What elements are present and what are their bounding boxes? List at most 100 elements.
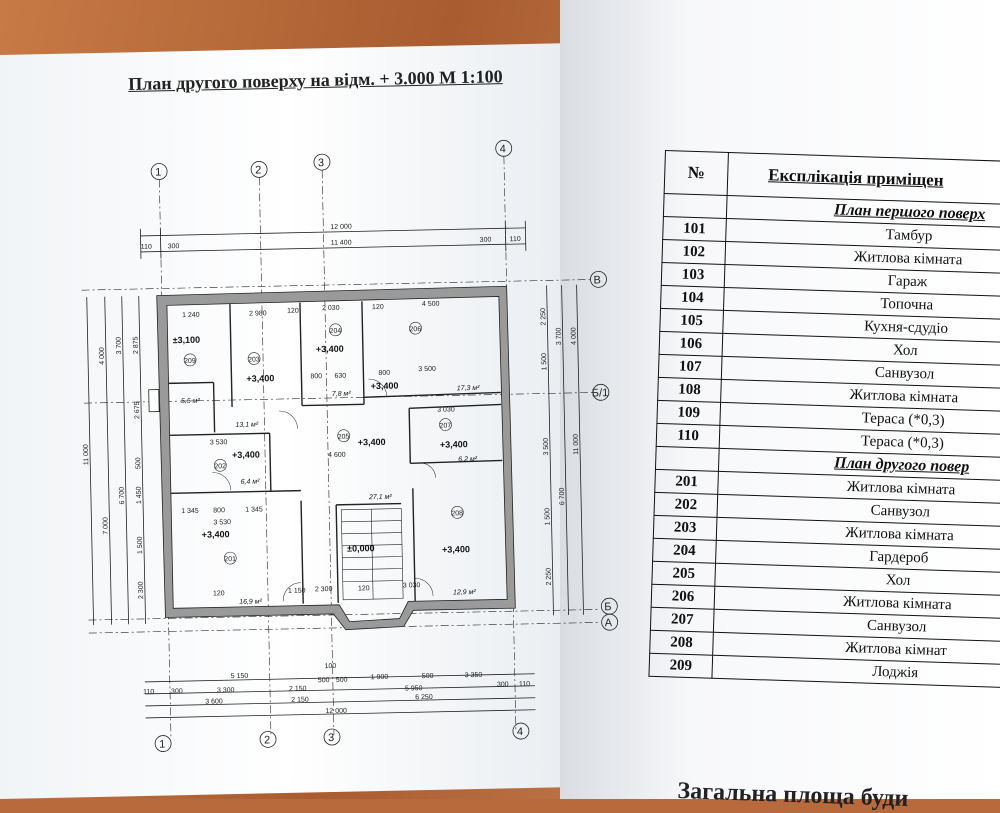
axis-label-4-bottom: 4 [517,726,523,738]
axis-markers-bottom: 1 2 3 4 [154,722,530,752]
svg-text:+3,400: +3,400 [232,449,260,460]
svg-text:207: 207 [439,422,451,429]
svg-text:+3,400: +3,400 [316,344,344,355]
header-number: № [664,150,729,196]
room-labels: 209 ±3,100 5,5 м² 203 +3,400 13,1 м² 204… [173,321,480,606]
svg-text:1 450: 1 450 [136,486,143,504]
svg-text:202: 202 [214,463,226,470]
svg-text:3 700: 3 700 [116,337,123,355]
svg-text:3 300: 3 300 [217,687,235,694]
top-dimensions: 12 000 11 400 110 300 300 110 [139,220,527,259]
svg-text:204: 204 [329,328,341,335]
axis-label-4-top: 4 [500,143,506,155]
svg-text:630: 630 [334,373,346,380]
svg-text:1 345: 1 345 [181,508,199,515]
svg-text:120: 120 [213,590,225,597]
svg-text:3 500: 3 500 [418,366,436,373]
svg-text:6 700: 6 700 [559,487,566,505]
svg-text:110: 110 [143,689,154,696]
axis-label-b: Б [604,601,611,613]
svg-text:120: 120 [358,585,370,592]
svg-text:2 300: 2 300 [138,581,145,599]
door-swings [212,378,436,602]
svg-text:12,9 м²: 12,9 м² [453,589,477,596]
svg-text:110: 110 [519,681,530,688]
svg-text:5 150: 5 150 [231,673,249,680]
svg-text:110: 110 [141,244,152,251]
svg-text:11 000: 11 000 [573,434,580,455]
svg-text:+3,400: +3,400 [440,439,468,450]
svg-text:1 150: 1 150 [288,588,306,595]
svg-text:4 000: 4 000 [99,347,106,365]
svg-text:2 150: 2 150 [291,696,309,703]
drawing-sheet-right [560,0,1000,799]
svg-text:+3,400: +3,400 [202,529,230,540]
svg-text:800: 800 [378,370,390,377]
right-dimensions: 2 250 1 500 3 500 1 500 2 250 3 700 6 70… [540,284,584,616]
svg-text:3 700: 3 700 [555,327,562,345]
svg-text:6,4 м²: 6,4 м² [241,478,261,485]
inner-dimensions: 1 240 2 980 120 2 030 120 4 500 800 630 … [181,301,455,598]
svg-text:2 300: 2 300 [315,586,333,593]
svg-text:+3,400: +3,400 [371,381,399,392]
svg-text:800: 800 [310,373,322,380]
svg-text:6,2 м²: 6,2 м² [458,456,478,463]
interior-walls [168,301,503,604]
axis-label-2-top: 2 [255,164,261,176]
svg-text:6 700: 6 700 [119,487,126,505]
room-number-209: 209 [184,358,196,365]
axis-markers-top: 1 2 3 4 [150,139,513,180]
svg-text:1 345: 1 345 [245,506,263,513]
dim-overall-top: 12 000 [330,223,352,230]
svg-text:1 900: 1 900 [371,674,389,681]
svg-text:205: 205 [338,434,350,441]
svg-text:120: 120 [287,308,299,315]
svg-text:2 250: 2 250 [546,568,553,586]
svg-text:3 350: 3 350 [465,672,483,679]
staircase [340,508,404,601]
outer-walls [148,285,516,631]
svg-text:4 600: 4 600 [328,452,346,459]
room-area-209: 5,5 м² [181,398,201,405]
svg-text:2 030: 2 030 [322,305,340,312]
svg-text:7 000: 7 000 [102,517,109,535]
axis-label-v: В [593,274,601,286]
explication-table: № Експлікація приміщен План першого пове… [648,150,1000,689]
svg-text:5 950: 5 950 [405,685,423,692]
svg-text:203: 203 [248,356,260,363]
svg-text:500: 500 [422,673,434,680]
svg-text:100: 100 [324,663,336,670]
axis-label-1-bottom: 1 [159,739,165,751]
svg-text:±0,000: ±0,000 [347,543,375,554]
svg-text:2 250: 2 250 [540,308,547,326]
svg-text:110: 110 [510,236,521,243]
axis-label-a: А [605,617,613,629]
svg-text:3 530: 3 530 [213,519,231,526]
svg-text:120: 120 [372,304,384,311]
svg-text:1 500: 1 500 [541,353,548,371]
dim-inner-top: 11 400 [331,240,352,247]
axis-markers-right: В Б/1 Б А [590,270,619,631]
svg-text:1 240: 1 240 [182,312,200,319]
svg-text:16,9 м²: 16,9 м² [239,598,263,605]
svg-text:1 500: 1 500 [137,536,144,554]
svg-text:2 675: 2 675 [134,401,141,419]
svg-text:11 000: 11 000 [83,444,90,465]
svg-text:3 500: 3 500 [543,438,550,456]
svg-text:201: 201 [224,556,236,563]
svg-text:3 030: 3 030 [437,406,455,413]
svg-text:3 530: 3 530 [210,439,228,446]
svg-text:300: 300 [171,688,183,695]
axis-label-1-top: 1 [155,166,161,178]
room-level-209: ±3,100 [173,335,201,346]
svg-text:3 030: 3 030 [403,582,421,589]
axis-label-3-top: 3 [318,157,324,169]
svg-text:300: 300 [480,237,492,244]
svg-text:4 000: 4 000 [570,327,577,345]
svg-text:206: 206 [409,326,421,333]
svg-text:1 500: 1 500 [544,508,551,526]
svg-text:12 000: 12 000 [325,708,347,715]
svg-text:2 150: 2 150 [289,686,307,693]
svg-text:208: 208 [451,510,463,517]
